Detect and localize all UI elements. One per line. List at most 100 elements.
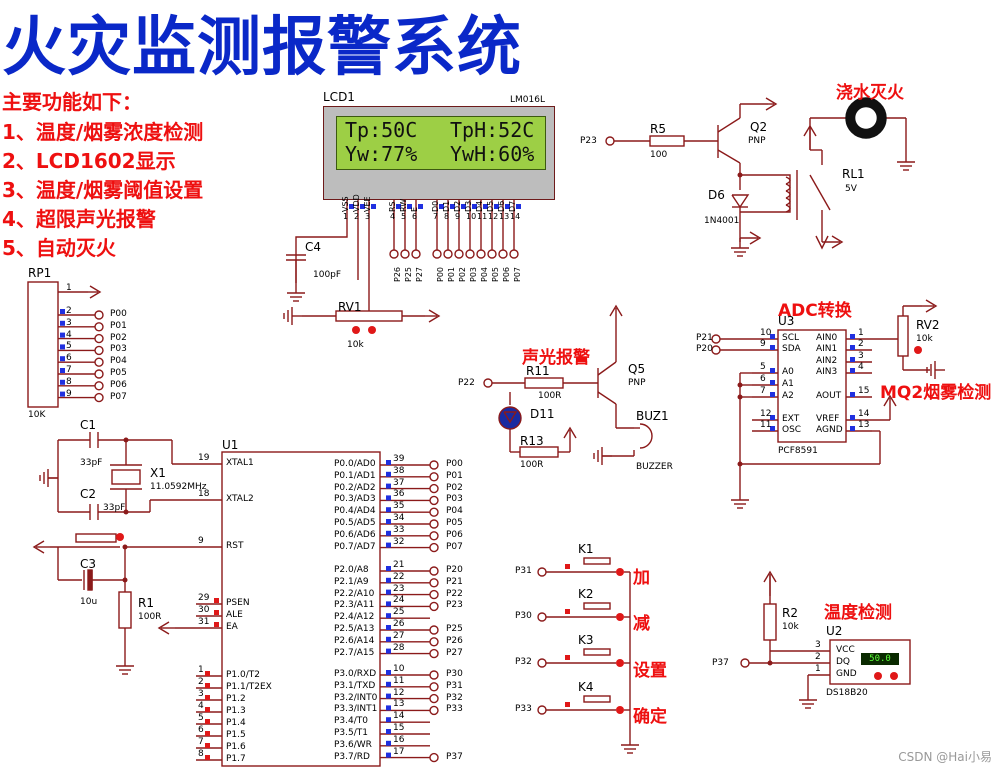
u1-pin-number: 5: [198, 713, 204, 723]
u3-pin-name: AIN1: [816, 344, 838, 354]
u1-pin-number: 25: [393, 607, 405, 618]
d11-led: [498, 406, 522, 430]
u3-pin-name: EXT: [782, 414, 800, 424]
power-arrow: [831, 235, 844, 249]
lcd-net-label: P01: [447, 266, 456, 282]
lcd-pin-name: D5: [486, 200, 495, 212]
r2-ref: R2: [782, 606, 798, 620]
net-terminal: [429, 578, 439, 588]
lcd-screen: [336, 116, 546, 170]
u1-p2-net: P21: [446, 576, 463, 587]
u1-pin-number: 35: [393, 501, 405, 512]
power-arrow: [32, 540, 45, 554]
rp1-net-label: P04: [110, 356, 127, 367]
u1-ref: U1: [222, 438, 239, 452]
pin-state-blue: [516, 204, 521, 209]
rp1-ref: RP1: [28, 266, 52, 280]
u3-pin-name: AGND: [816, 425, 843, 435]
net-p37: P37: [712, 658, 729, 668]
u1-p2-net: P25: [446, 624, 463, 634]
mq2-label: MQ2烟雾检测: [880, 383, 992, 403]
net-terminal: [94, 322, 104, 332]
c4-ref: C4: [305, 240, 322, 254]
u1-pin-number: 39: [393, 454, 405, 464]
net-terminal: [429, 483, 439, 494]
net-terminal: [476, 249, 486, 259]
d6-diode: [731, 194, 750, 209]
u2-button: [890, 672, 898, 680]
rp1-pin-number: 7: [66, 365, 72, 375]
rl1-coil: [785, 190, 791, 199]
u1-pin-name: P3.0/RXD: [334, 669, 377, 679]
pin-state-blue: [60, 332, 65, 338]
u1-pin-number: 17: [393, 746, 405, 757]
lcd-ref: LCD1: [323, 90, 355, 104]
u3-pin-number: 13: [858, 420, 870, 430]
net-terminal: [429, 507, 439, 517]
r1-value: 100R: [138, 612, 162, 622]
u3-pin-name: A0: [782, 367, 794, 377]
junction-dot: [122, 544, 128, 550]
lcd-pin-number: 5: [401, 212, 407, 221]
power-arrow: [609, 304, 623, 317]
u1-pin-name: PSEN: [226, 598, 250, 608]
net-terminal: [429, 566, 439, 576]
net-terminal: [537, 612, 547, 622]
net-terminal: [429, 682, 439, 692]
u3-pin-name: VREF: [816, 414, 840, 424]
u2-pin-number: 2: [815, 652, 821, 662]
u1-pin-number: 26: [393, 619, 405, 629]
u1-pin-name: P0.4/AD4: [334, 506, 376, 517]
lcd-net-label: P27: [415, 266, 424, 282]
junction-dot: [737, 382, 743, 388]
net-terminal: [429, 542, 439, 553]
pin-state-blue: [770, 415, 775, 420]
pin-state-blue: [494, 204, 499, 209]
lcd-pin-number: 7: [433, 212, 439, 221]
pin-state-blue: [386, 740, 391, 746]
junction-dot: [123, 509, 129, 515]
net-terminal: [429, 670, 439, 680]
u1-p2-net: P27: [446, 647, 463, 658]
lcd-pin-name: D3: [464, 200, 473, 212]
key-net: P31: [515, 566, 532, 576]
u1-p0-net: P01: [446, 470, 463, 481]
power-arrow: [925, 299, 938, 313]
u3-pin-name: AIN0: [816, 333, 838, 343]
u1-pin-name: P3.2/INT0: [334, 692, 378, 703]
u1-p3-net: P33: [446, 704, 463, 715]
button-set-label: 设置: [633, 661, 667, 681]
lcd-pin-number: 3: [365, 212, 371, 221]
u1-pin-number: 16: [393, 734, 405, 745]
d11-ref: D11: [530, 407, 555, 421]
u1-pin-number: 23: [393, 583, 405, 594]
power-arrow: [89, 285, 102, 299]
u1-pin-name: P3.7/RD: [334, 751, 370, 762]
d6-ref: D6: [708, 188, 725, 202]
u1-pin-number: 38: [393, 465, 405, 476]
r13-body: [519, 446, 559, 458]
rp1-net-label: P02: [110, 332, 127, 343]
watermark: CSDN @Hai小易: [898, 750, 992, 764]
pin-state-blue: [386, 495, 391, 501]
lcd-pin-number: 11: [477, 212, 488, 221]
lcd-pin-number: 13: [499, 212, 510, 221]
r2-value: 10k: [782, 622, 799, 632]
u1-pin-name: P1.2: [226, 694, 246, 704]
net-terminal: [411, 249, 421, 259]
pin-state-blue: [386, 625, 391, 630]
c1-ref: C1: [80, 418, 97, 432]
u2-pin-number: 1: [815, 664, 821, 674]
u1-p0-net: P02: [446, 482, 463, 493]
pin-state-blue: [386, 670, 391, 675]
rp1-net-label: P01: [110, 320, 127, 331]
net-terminal: [429, 693, 439, 704]
r5-value: 100: [650, 150, 668, 160]
u1-pin-name: P1.0/T2: [226, 670, 260, 680]
u1-pin-name: XTAL1: [226, 458, 254, 468]
pin-state-blue: [386, 460, 391, 465]
power-arrow: [803, 124, 817, 137]
net-terminal: [432, 249, 442, 259]
pin-state-blue: [386, 717, 391, 723]
rp1-net-label: P00: [110, 309, 127, 319]
